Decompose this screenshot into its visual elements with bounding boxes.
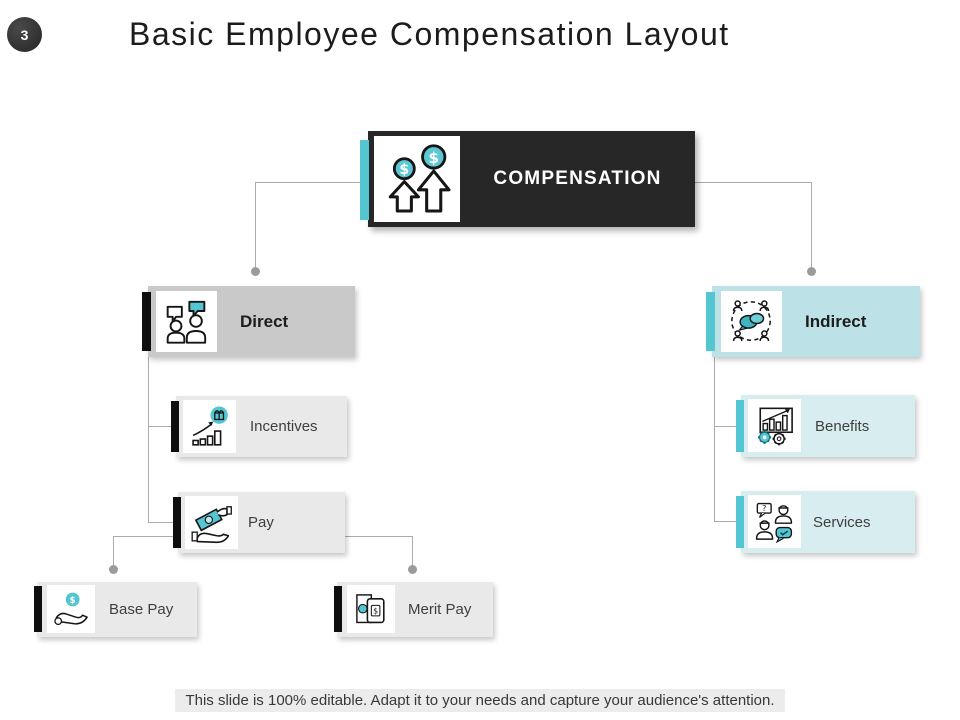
node-label: Indirect [805, 311, 867, 331]
connector-line [113, 536, 178, 537]
connector-line [148, 522, 178, 523]
node-label: Base Pay [109, 601, 174, 618]
hands-money-exchange-icon [185, 496, 238, 549]
svg-text:$: $ [428, 149, 439, 167]
connector-line [113, 536, 114, 567]
chart-gears-icon [748, 399, 801, 452]
connector-line [255, 182, 368, 183]
hand-dollar-coin-icon: $ [47, 585, 95, 633]
connector-line [412, 536, 413, 567]
connector-line [345, 536, 413, 537]
pay-node: Pay [173, 492, 345, 553]
connector-line [714, 521, 741, 522]
growth-chart-gift-icon [183, 400, 236, 453]
customer-support-icon: ? [748, 495, 801, 548]
accent-bar [706, 292, 715, 351]
people-conversation-icon [156, 291, 217, 352]
footer-note: This slide is 100% editable. Adapt it to… [0, 689, 960, 712]
incentives-node: Incentives [171, 396, 347, 457]
connector-dot [109, 565, 118, 574]
node-label: Direct [240, 311, 289, 331]
benefits-node: Benefits [736, 395, 915, 457]
connector-line [811, 182, 812, 267]
page-title: Basic Employee Compensation Layout [129, 16, 730, 52]
node-label: Benefits [815, 417, 870, 435]
node-label: Pay [248, 514, 274, 531]
connector-line [148, 426, 176, 427]
node-label: Incentives [250, 418, 318, 435]
node-label: COMPENSATION [493, 168, 662, 189]
accent-bar [360, 140, 369, 220]
connector-dot [408, 565, 417, 574]
slide-number-badge: 3 [7, 17, 42, 52]
group-discussion-icon [721, 291, 782, 352]
svg-text:$: $ [70, 596, 76, 606]
connector-line [714, 426, 741, 427]
direct-node: Direct [142, 286, 355, 357]
banknote-device-icon: $ [347, 585, 395, 633]
compensation-node: $ $ COMPENSATION [360, 131, 695, 227]
svg-text:$: $ [373, 607, 378, 616]
accent-bar [34, 586, 42, 632]
svg-text:?: ? [762, 504, 766, 513]
accent-bar [736, 400, 744, 452]
indirect-node: Indirect [706, 286, 920, 357]
salary-increase-icon: $ $ [374, 136, 460, 222]
accent-bar [142, 292, 151, 351]
connector-dot [807, 267, 816, 276]
connector-line [148, 357, 149, 522]
node-label: Merit Pay [408, 601, 472, 618]
connector-line [714, 357, 715, 522]
connector-dot [251, 267, 260, 276]
connector-line [695, 182, 812, 183]
svg-text:$: $ [399, 162, 409, 178]
slide-number: 3 [20, 26, 29, 43]
connector-line [255, 182, 256, 267]
accent-bar [736, 496, 744, 548]
footer-text: This slide is 100% editable. Adapt it to… [175, 689, 785, 712]
services-node: ? Services [736, 491, 915, 553]
merit-pay-node: $ Merit Pay [334, 582, 493, 637]
node-label: Services [813, 513, 871, 531]
accent-bar [173, 497, 181, 548]
accent-bar [171, 401, 179, 452]
accent-bar [334, 586, 342, 632]
base-pay-node: $ Base Pay [34, 582, 197, 637]
